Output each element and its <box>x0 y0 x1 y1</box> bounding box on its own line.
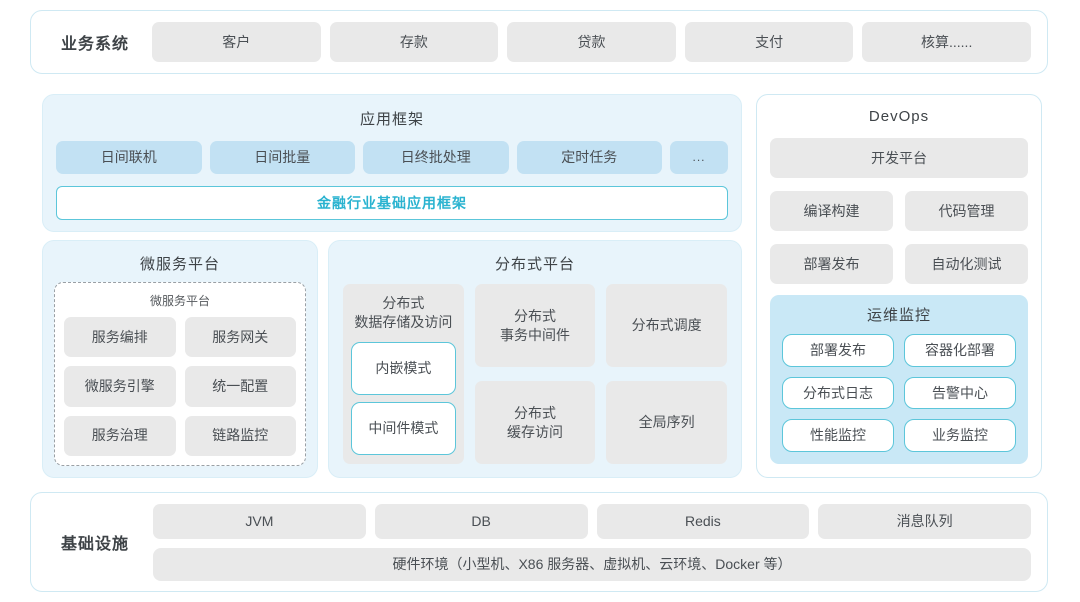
ops-monitoring-panel: 运维监控 部署发布 容器化部署 分布式日志 告警中心 性能监控 业务监控 <box>770 295 1028 464</box>
node-scheduled-tasks: 定时任务 <box>516 141 662 174</box>
distributed-cache-line1: 分布式 <box>513 404 556 421</box>
microservice-platform-panel: 微服务平台 微服务平台 服务编排 服务网关 微服务引擎 统一配置 服务治理 链路… <box>42 240 318 478</box>
node-finance-base-framework: 金融行业基础应用框架 <box>56 186 728 220</box>
node-service-orchestration: 服务编排 <box>64 317 176 358</box>
node-microservice-engine: 微服务引擎 <box>64 366 176 407</box>
distributed-transaction-line1: 分布式 <box>513 307 556 324</box>
node-deploy-release: 部署发布 <box>770 244 893 284</box>
node-deposits: 存款 <box>329 22 499 62</box>
ops-monitoring-title: 运维监控 <box>866 307 931 324</box>
node-business-monitoring: 业务监控 <box>904 419 1016 452</box>
node-unified-config: 统一配置 <box>184 366 296 407</box>
node-daytime-online: 日间联机 <box>56 141 202 174</box>
node-monitor-deploy-release: 部署发布 <box>782 334 894 367</box>
app-framework-modules: 日间联机 日间批量 日终批处理 定时任务 ... <box>56 141 728 174</box>
node-automated-testing: 自动化测试 <box>905 244 1028 284</box>
node-eod-batch: 日终批处理 <box>363 141 509 174</box>
node-distributed-storage: 分布式 数据存储及访问 内嵌模式 中间件模式 <box>343 284 464 464</box>
node-hardware-environment: 硬件环境（小型机、X86 服务器、虚拟机、云环境、Docker 等） <box>153 547 1031 581</box>
business-systems-panel: 业务系统 客户 存款 贷款 支付 核算...... <box>30 10 1048 74</box>
node-alert-center: 告警中心 <box>904 376 1016 410</box>
distributed-platform-panel: 分布式平台 分布式 数据存储及访问 内嵌模式 中间件模式 分布式 事务中间件 <box>328 240 742 478</box>
node-service-governance: 服务治理 <box>64 415 176 456</box>
infrastructure-panel: 基础设施 JVM DB Redis 消息队列 硬件环境（小型机、X86 服务器、… <box>30 492 1048 592</box>
microservice-grid: 服务编排 服务网关 微服务引擎 统一配置 服务治理 链路监控 <box>64 317 296 456</box>
ops-monitoring-grid: 部署发布 容器化部署 分布式日志 告警中心 性能监控 业务监控 <box>782 334 1016 452</box>
node-code-management: 代码管理 <box>905 191 1028 231</box>
node-jvm: JVM <box>153 503 366 539</box>
node-redis: Redis <box>596 503 810 539</box>
infrastructure-label: 基础设施 <box>60 536 129 553</box>
distributed-transaction-line2: 事务中间件 <box>499 326 570 343</box>
distributed-storage-title-line1: 分布式 <box>382 295 425 311</box>
distributed-grid: 分布式 数据存储及访问 内嵌模式 中间件模式 分布式 事务中间件 分布式 缓存访… <box>343 284 727 464</box>
node-payments: 支付 <box>684 22 854 62</box>
node-customer: 客户 <box>152 22 321 62</box>
node-trace-monitoring: 链路监控 <box>184 415 296 456</box>
node-more-ellipsis: ... <box>670 141 728 174</box>
node-accounting-etc: 核算...... <box>862 22 1031 62</box>
node-distributed-cache: 分布式 缓存访问 <box>474 381 596 464</box>
node-build: 编译构建 <box>770 191 893 231</box>
app-framework-title: 应用框架 <box>359 111 424 128</box>
node-loans: 贷款 <box>507 22 676 62</box>
node-performance-monitoring: 性能监控 <box>782 419 894 452</box>
business-systems-label: 业务系统 <box>60 36 129 53</box>
node-dev-platform: 开发平台 <box>770 138 1028 178</box>
distributed-col-3: 分布式调度 全局序列 <box>606 284 727 464</box>
infrastructure-row: JVM DB Redis 消息队列 <box>153 503 1031 539</box>
node-service-gateway: 服务网关 <box>184 317 296 358</box>
infrastructure-stack: JVM DB Redis 消息队列 硬件环境（小型机、X86 服务器、虚拟机、云… <box>153 503 1031 581</box>
node-embedded-mode: 内嵌模式 <box>351 341 456 395</box>
node-db: DB <box>374 503 588 539</box>
node-middleware-mode: 中间件模式 <box>351 401 456 455</box>
distributed-platform-title: 分布式平台 <box>494 256 575 273</box>
node-message-queue: 消息队列 <box>818 503 1031 539</box>
distributed-storage-title: 分布式 数据存储及访问 <box>351 294 456 332</box>
devops-title: DevOps <box>868 108 930 125</box>
node-distributed-logging: 分布式日志 <box>782 376 894 410</box>
distributed-col-2: 分布式 事务中间件 分布式 缓存访问 <box>474 284 596 464</box>
node-distributed-transaction: 分布式 事务中间件 <box>474 284 596 367</box>
microservice-platform-title: 微服务平台 <box>139 256 220 273</box>
devops-panel: DevOps 开发平台 编译构建 代码管理 部署发布 自动化测试 运维监控 部署… <box>756 94 1042 478</box>
app-framework-panel: 应用框架 日间联机 日间批量 日终批处理 定时任务 ... 金融行业基础应用框架 <box>42 94 742 232</box>
node-containerized-deploy: 容器化部署 <box>904 334 1016 367</box>
devops-tools-grid: 编译构建 代码管理 部署发布 自动化测试 <box>770 191 1028 284</box>
node-daytime-batch: 日间批量 <box>209 141 355 174</box>
distributed-cache-line2: 缓存访问 <box>506 423 563 440</box>
distributed-storage-title-line2: 数据存储及访问 <box>354 313 453 330</box>
microservice-inner-title: 微服务平台 <box>149 294 210 308</box>
node-distributed-scheduling: 分布式调度 <box>606 284 727 367</box>
microservice-inner-box: 微服务平台 服务编排 服务网关 微服务引擎 统一配置 服务治理 链路监控 <box>54 282 306 466</box>
node-global-sequence: 全局序列 <box>606 381 727 464</box>
